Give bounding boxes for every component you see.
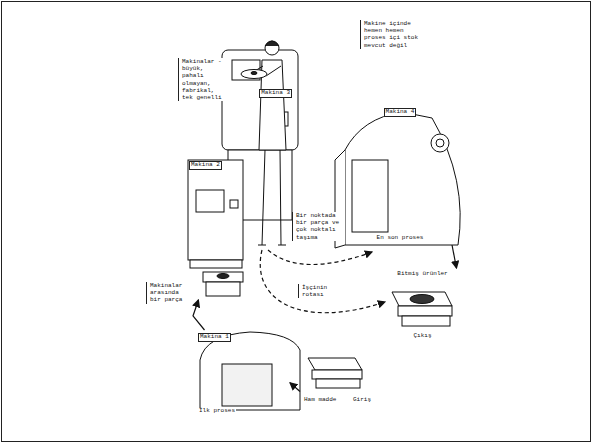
worker-figure bbox=[241, 41, 286, 245]
machine-label: Makina 4 bbox=[384, 108, 417, 117]
flow-arrow bbox=[452, 245, 457, 268]
flow-arrow bbox=[290, 383, 300, 392]
callout-note: Makine içinde hemen hemen proses içi sto… bbox=[360, 20, 427, 49]
process-note: İlk proses bbox=[198, 408, 236, 415]
machine-node: Bitmiş ürünlerÇıkış bbox=[380, 268, 465, 343]
machine-1 bbox=[200, 332, 300, 410]
process-note: Giriş bbox=[352, 397, 372, 404]
machine-label: Bitmiş ürünler bbox=[396, 271, 448, 278]
machine-label: Makina 2 bbox=[189, 161, 222, 170]
callout-note: İşçinin rotası bbox=[298, 284, 343, 298]
input-pallet bbox=[308, 358, 362, 388]
machine-label: Ham madde bbox=[303, 397, 337, 404]
machine-label: Makina 3 bbox=[259, 89, 292, 98]
machine-2 bbox=[188, 160, 243, 296]
machine-node: Makina 2 bbox=[186, 158, 248, 300]
callout-note: Makinalar arasında bir parça bbox=[146, 282, 191, 304]
machine-node: Ham madde Giriş bbox=[300, 345, 375, 407]
worker-route bbox=[268, 250, 372, 265]
flow-arrow bbox=[193, 300, 205, 330]
process-note: En son proses bbox=[376, 235, 425, 242]
callout-note: Makinalar - büyük, pahalı olmayan, fabri… bbox=[178, 58, 229, 101]
output-pallet bbox=[392, 292, 452, 326]
machine-node: Makina 3 bbox=[240, 86, 295, 106]
machine-4 bbox=[335, 112, 460, 248]
process-note: Çıkış bbox=[412, 333, 432, 340]
callout-note: Bir noktada bir parça ve çok noktalı taş… bbox=[292, 212, 341, 241]
machine-label: Makina 1 bbox=[198, 333, 231, 342]
machine-node: Makina 1 İlk proses bbox=[195, 330, 290, 418]
worker-route bbox=[260, 250, 385, 313]
machine-node: Makina 4 En son proses bbox=[335, 105, 465, 245]
